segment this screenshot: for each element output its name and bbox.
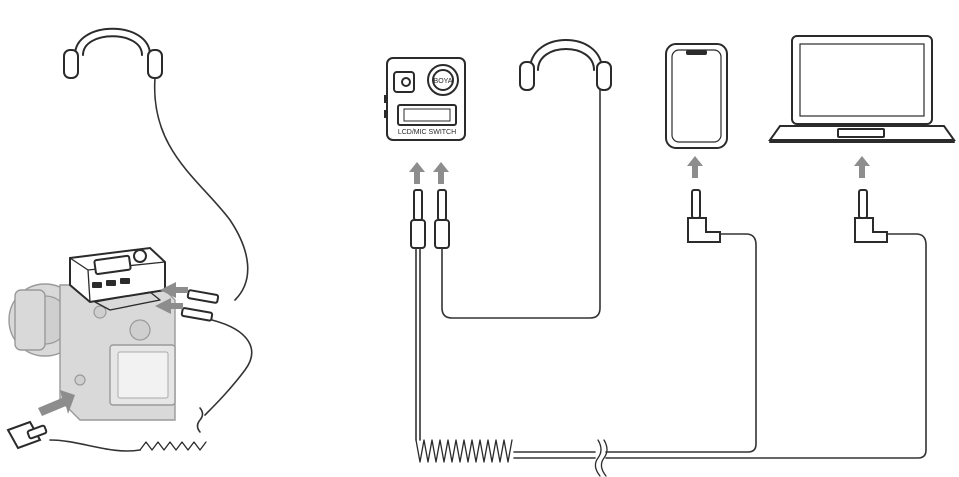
arrow-up-icon <box>409 156 870 184</box>
trs-plug-icon-laptop <box>854 189 888 243</box>
trs-plug-icon-phone <box>687 189 721 243</box>
right-angle-plug-icon <box>6 420 48 450</box>
laptop-icon <box>768 35 956 143</box>
coiled-cable-right <box>415 233 927 477</box>
camera-icon <box>8 283 176 421</box>
coiled-cable <box>49 407 207 452</box>
receiver-switch-label: LCD/MIC SWITCH <box>398 129 456 136</box>
right-scene: BOYA LCD/MIC SWITCH <box>384 35 956 477</box>
smartphone-icon <box>665 43 728 149</box>
receiver-device-icon: BOYA LCD/MIC SWITCH <box>384 57 466 141</box>
receiver-brand: BOYA <box>434 78 453 85</box>
arrow-right-icon <box>155 282 188 314</box>
trs-plug-icon-receiver <box>410 189 450 249</box>
arrow-to-camera-icon <box>38 390 75 416</box>
headphones-icon-center <box>519 39 612 91</box>
trs-plug-icon <box>180 289 220 322</box>
left-scene <box>6 27 253 452</box>
headphones-icon <box>63 27 163 79</box>
